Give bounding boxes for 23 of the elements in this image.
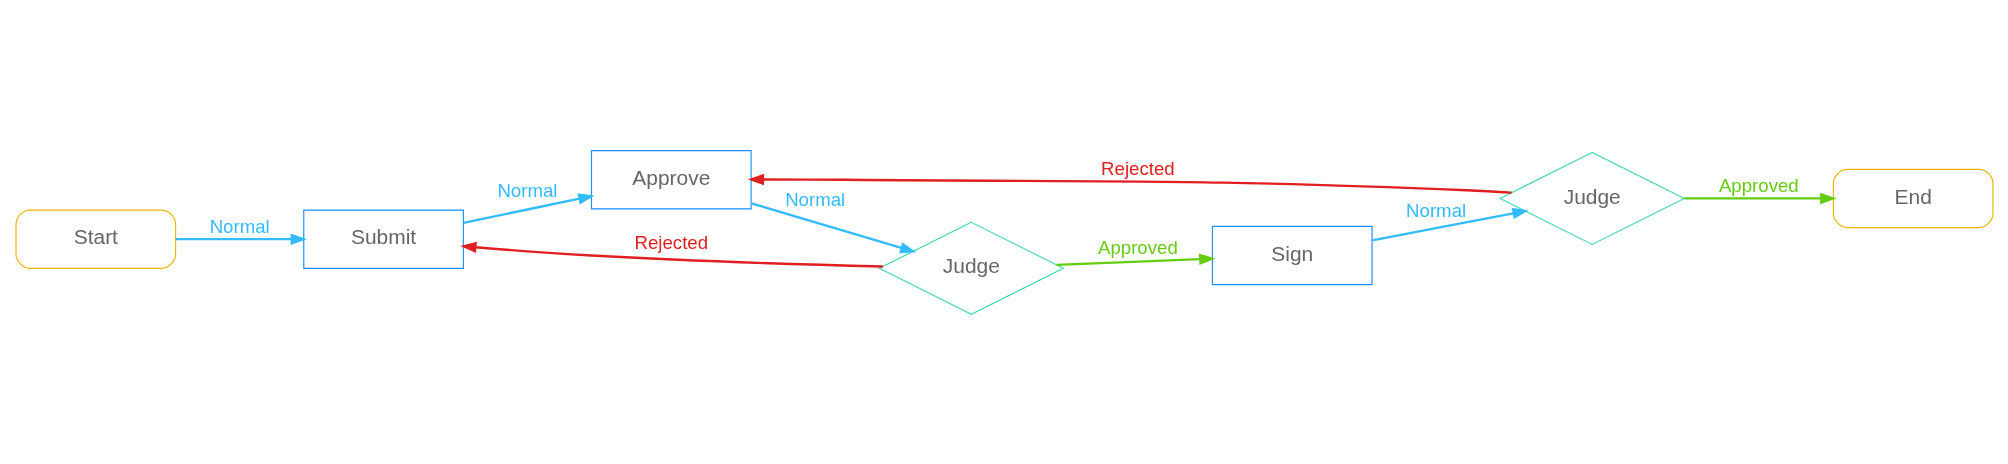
arrow <box>750 201 916 253</box>
node-box: Approve <box>590 149 752 209</box>
edge-label: Approved <box>1718 174 1799 196</box>
edge-label: Normal <box>496 179 557 201</box>
node-diamond: Judge <box>1498 151 1686 245</box>
edge-label: Rejected <box>634 231 708 253</box>
arrow <box>175 232 307 245</box>
arrow <box>747 173 1512 194</box>
node-box: Start <box>14 209 176 269</box>
edge-label: Normal <box>784 188 845 210</box>
node-box: End <box>1832 168 1994 228</box>
node-box: Sign <box>1211 225 1373 285</box>
arrow <box>1683 192 1836 204</box>
node-box: Submit <box>302 209 464 269</box>
edge-label: Normal <box>1405 199 1466 221</box>
arrow <box>1371 207 1529 241</box>
arrow <box>462 192 595 224</box>
edge-label: Approved <box>1097 236 1178 258</box>
arrow <box>459 241 883 268</box>
arrow <box>1056 253 1215 266</box>
node-diamond: Judge <box>877 221 1065 315</box>
edge-label: Normal <box>209 215 270 237</box>
edge-label: Rejected <box>1100 157 1175 179</box>
